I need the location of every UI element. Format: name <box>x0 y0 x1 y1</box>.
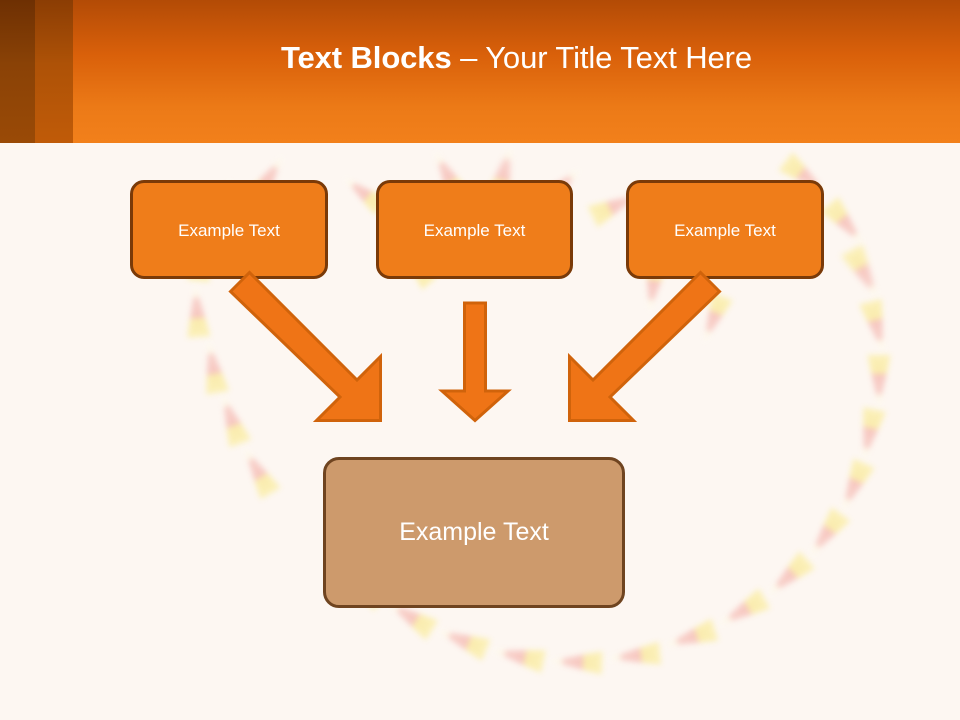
text-block-3-label: Example Text <box>674 221 776 240</box>
candy-corn-piece <box>862 355 896 409</box>
candy-corn-piece <box>192 336 235 395</box>
header-dark-accent-bar <box>0 0 35 143</box>
summary-text-block-label: Example Text <box>399 518 549 546</box>
candy-corn-piece <box>854 298 900 359</box>
candy-corn-piece <box>206 387 256 449</box>
candy-corn-piece <box>229 438 285 502</box>
page-title-strong: Text Blocks <box>280 40 452 75</box>
candy-corn-piece <box>847 406 891 466</box>
candy-corn-piece <box>658 613 720 662</box>
text-block-3[interactable]: Example Text <box>626 180 824 279</box>
header-mid-accent-bar <box>35 0 73 143</box>
summary-text-block[interactable]: Example Text <box>323 457 625 608</box>
candy-corn-piece <box>430 614 493 666</box>
candy-corn-piece <box>547 644 602 680</box>
candy-corn-piece <box>604 636 661 675</box>
slide-header-band: Text Blocks – Your Title Text Here <box>0 0 960 143</box>
text-block-1-label: Example Text <box>178 221 280 240</box>
candy-corn-piece <box>487 634 547 678</box>
candy-corn-piece <box>178 282 216 338</box>
text-block-2[interactable]: Example Text <box>376 180 573 279</box>
text-block-1[interactable]: Example Text <box>130 180 328 279</box>
candy-corn-piece <box>688 290 737 350</box>
text-block-2-label: Example Text <box>423 221 526 240</box>
slide-title-container: Text Blocks – Your Title Text Here <box>73 0 960 143</box>
page-title-light: – Your Title Text Here <box>451 40 753 75</box>
